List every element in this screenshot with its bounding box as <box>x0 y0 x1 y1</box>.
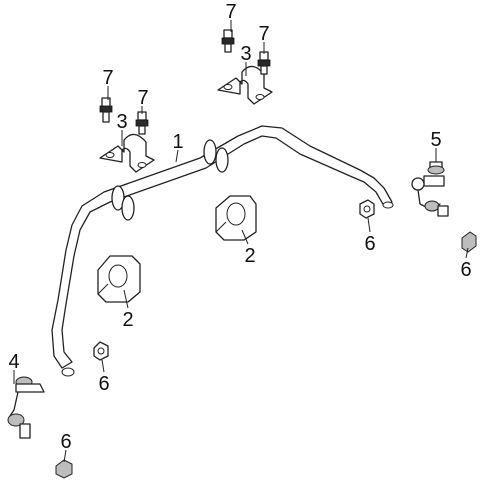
bracket-left <box>99 133 155 173</box>
bolt-left-a <box>99 97 113 123</box>
link-left <box>7 376 45 439</box>
label-nut-center: 6 <box>364 233 375 255</box>
label-bolt-left-b: 7 <box>137 87 148 109</box>
label-bushing-right: 2 <box>244 245 255 267</box>
label-stabilizer-bar: 1 <box>172 131 183 153</box>
stabilizer-bar <box>51 125 394 377</box>
label-bushing-left: 2 <box>122 309 133 331</box>
label-bolt-right-a: 7 <box>225 1 236 23</box>
bolt-right-a <box>221 29 235 53</box>
bushing-right <box>215 195 257 241</box>
label-bracket-left: 3 <box>116 111 127 133</box>
label-nut-right-lower: 6 <box>460 259 471 281</box>
nut-left-lower <box>55 459 73 479</box>
label-bolt-right-b: 7 <box>258 23 269 45</box>
label-bracket-right: 3 <box>240 43 251 65</box>
bracket-right <box>217 65 273 105</box>
label-nut-left-upper: 6 <box>98 373 109 395</box>
callout-lines <box>13 20 469 463</box>
bolt-left-b <box>135 111 149 135</box>
link-right <box>411 161 449 217</box>
label-nut-left-lower: 6 <box>60 431 71 453</box>
nut-right-lower <box>461 231 477 253</box>
bushing-left <box>97 255 141 303</box>
nut-center <box>359 199 375 219</box>
label-link-right: 5 <box>430 129 441 151</box>
label-bolt-left-a: 7 <box>102 67 113 89</box>
label-link-left: 4 <box>8 351 19 373</box>
nut-left-upper <box>93 341 109 361</box>
